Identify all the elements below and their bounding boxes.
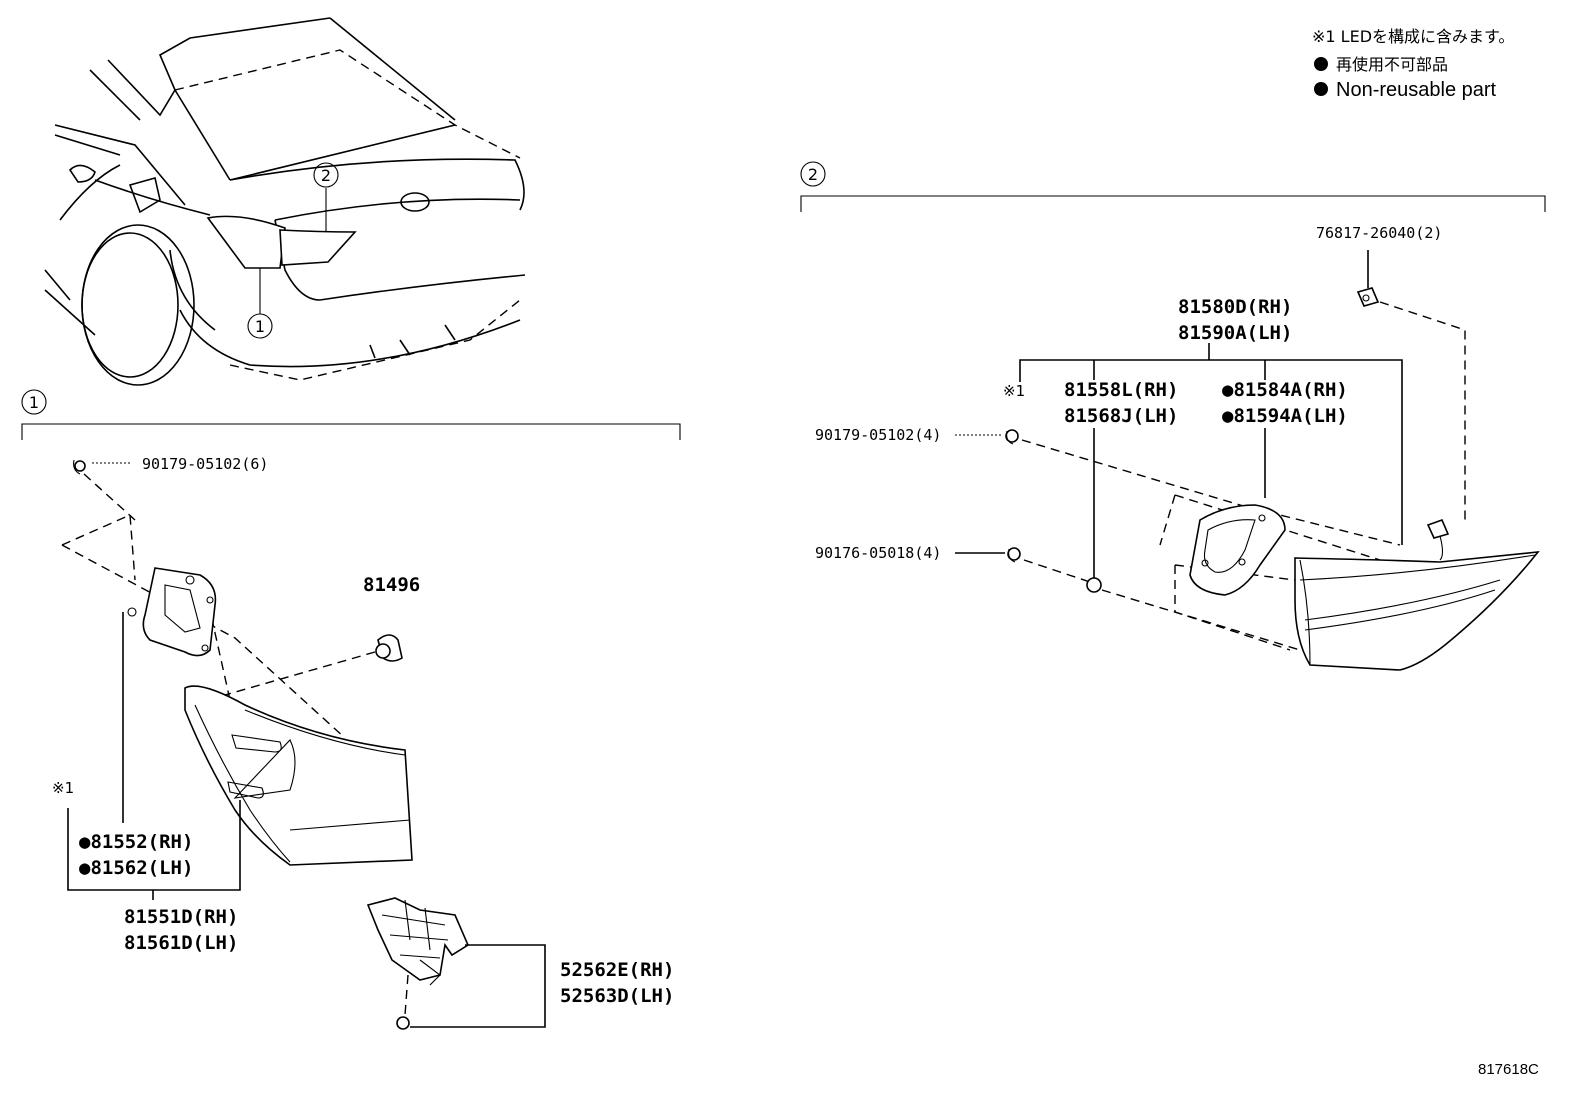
bracket-52562E [366,897,470,986]
socket-plate-81552 [142,567,217,657]
nut-icon [1007,547,1021,563]
part-number-52563D: 52563D(LH) [560,985,674,1007]
part-number-81558L: 81558L(RH) [1064,379,1178,401]
inner-tail-lamp-highlight [279,229,357,266]
section-2-inner-lamp: 2 76817-26040(2) 81580D(RH) 81590A(LH) ※… [800,161,1546,671]
part-number-90179-05102-6: 90179-05102(6) [142,455,268,473]
bullet-icon [1314,82,1328,96]
part-number-81562: ●81562(LH) [79,857,193,879]
section-1-number: 1 [29,393,39,412]
part-number-81584A: ●81584A(RH) [1222,379,1348,401]
legend: ※1 LEDを構成に含みます。 再使用不可部品 Non-reusable par… [1312,27,1514,101]
clip-icon [1356,287,1380,307]
part-number-76817-26040: 76817-26040(2) [1316,224,1442,242]
part-number-81568J: 81568J(LH) [1064,405,1178,427]
part-number-81561D: 81561D(LH) [124,932,238,954]
section-2-number: 2 [808,165,818,184]
part-number-52562E: 52562E(RH) [560,959,674,981]
bolt-icon [396,1016,410,1030]
led-note-mark: ※1 [1003,382,1025,400]
part-number-81496: 81496 [363,574,420,596]
gasket-81584A [1189,504,1286,596]
non-reusable-jp: 再使用不可部品 [1336,55,1448,74]
led-note-mark: ※1 [52,779,74,797]
part-number-90179-05102-4: 90179-05102(4) [815,426,941,444]
clip-81496-icon [375,634,403,662]
non-reusable-en: Non-reusable part [1336,79,1497,101]
outer-tail-lamp-81551D [184,685,413,866]
led-note: ※1 LEDを構成に含みます。 [1312,27,1514,46]
part-number-81580D: 81580D(RH) [1178,296,1292,318]
outer-tail-lamp-highlight [206,215,286,269]
callout-two-marker: 2 [321,166,331,185]
car-overview-illustration: 2 1 [44,17,526,386]
clip-icon [73,459,86,475]
connector-icon [1426,518,1450,561]
section-1-outer-lamp: 1 90179-05102(6) 81496 [21,389,681,1030]
bullet-icon [1314,57,1328,71]
figure-id: 817618C [1478,1061,1539,1078]
callout-one-marker: 1 [255,317,265,336]
nut-icon [1005,429,1019,445]
part-number-81552: ●81552(RH) [79,831,193,853]
section-1-bracket [21,423,681,440]
socket-81558L-icon [1086,577,1102,593]
section-2-bracket [800,195,1546,212]
part-number-81594A: ●81594A(LH) [1222,405,1348,427]
part-number-81590A: 81590A(LH) [1178,322,1292,344]
part-number-81551D: 81551D(RH) [124,906,238,928]
part-number-90176-05018: 90176-05018(4) [815,544,941,562]
